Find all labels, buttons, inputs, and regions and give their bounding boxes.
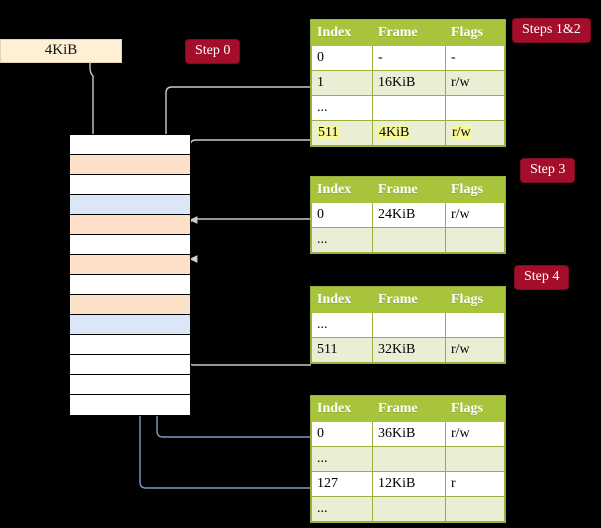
- cell-frame: [372, 227, 446, 253]
- step-badge-step-4: Step 4: [515, 266, 569, 289]
- cell-flags: r/w: [445, 337, 505, 363]
- cell-frame: 36KiB: [372, 421, 446, 447]
- table-row: 511 4KiB r/w: [311, 120, 505, 146]
- highlighted-value: r/w: [451, 124, 472, 140]
- column-header-frame: Frame: [372, 20, 446, 46]
- virtual-page-box: 4KiB: [0, 39, 122, 63]
- cell-index: ...: [311, 227, 373, 253]
- cell-index: 0: [311, 202, 373, 228]
- memory-frame-row-9: [70, 315, 190, 335]
- table-row: ...: [311, 496, 505, 522]
- cell-index: 127: [311, 471, 373, 497]
- wire-l1-4kib-to-memory: [189, 139, 311, 224]
- cell-index: 0: [311, 421, 373, 447]
- cell-frame: [372, 496, 446, 522]
- wire-l3-32kib-to-memory: [180, 318, 311, 366]
- cell-flags: [445, 227, 505, 253]
- cell-frame: [372, 312, 446, 338]
- highlighted-value: 511: [317, 124, 340, 140]
- column-header-index: Index: [311, 396, 373, 422]
- cell-frame: [372, 446, 446, 472]
- cell-flags: r/w: [445, 202, 505, 228]
- step-badge-step-3: Step 3: [521, 159, 575, 182]
- cell-index: ...: [311, 446, 373, 472]
- cell-index: 0: [311, 45, 373, 71]
- cell-frame: 16KiB: [372, 70, 446, 96]
- cell-flags: [445, 312, 505, 338]
- memory-frame-row-13: [70, 395, 190, 415]
- cell-flags: r/w: [445, 70, 505, 96]
- table-row: ...: [311, 95, 505, 121]
- step-badge-steps-1-2: Steps 1&2: [513, 19, 590, 42]
- memory-frame-row-0: [70, 135, 190, 155]
- cell-frame: 4KiB: [372, 120, 446, 146]
- column-header-frame: Frame: [372, 396, 446, 422]
- memory-frame-row-2: [70, 175, 190, 195]
- memory-frame-row-10: [70, 335, 190, 355]
- memory-frame-row-7: [70, 275, 190, 295]
- cell-index: 1: [311, 70, 373, 96]
- column-header-flags: Flags: [445, 396, 505, 422]
- virtual-page-label: 4KiB: [44, 42, 78, 58]
- column-header-index: Index: [311, 177, 373, 203]
- wire-l2-24kib-to-memory: [189, 218, 311, 263]
- cell-index: ...: [311, 95, 373, 121]
- cell-flags: r/w: [445, 120, 505, 146]
- cell-flags: [445, 95, 505, 121]
- table-row: ...: [311, 446, 505, 472]
- cell-index: 511: [311, 120, 373, 146]
- table-row: ...: [311, 227, 505, 253]
- table-row: ...: [311, 312, 505, 338]
- cell-frame: 24KiB: [372, 202, 446, 228]
- column-header-flags: Flags: [445, 20, 505, 46]
- memory-frame-row-1: [70, 155, 190, 175]
- step-badge-step-0: Step 0: [186, 40, 240, 63]
- cell-index: 511: [311, 337, 373, 363]
- memory-frame-row-4: [70, 215, 190, 235]
- cell-flags: -: [445, 45, 505, 71]
- cell-flags: [445, 496, 505, 522]
- cell-frame: 12KiB: [372, 471, 446, 497]
- column-header-flags: Flags: [445, 287, 505, 313]
- column-header-flags: Flags: [445, 177, 505, 203]
- cell-index: ...: [311, 496, 373, 522]
- table-row: 0--: [311, 45, 505, 71]
- memory-frame-row-5: [70, 235, 190, 255]
- memory-frame-row-12: [70, 375, 190, 395]
- column-header-index: Index: [311, 287, 373, 313]
- column-header-frame: Frame: [372, 177, 446, 203]
- cell-index: ...: [311, 312, 373, 338]
- cell-frame: -: [372, 45, 446, 71]
- cell-frame: 32KiB: [372, 337, 446, 363]
- memory-frame-row-8: [70, 295, 190, 315]
- memory-frame-row-11: [70, 355, 190, 375]
- column-header-frame: Frame: [372, 287, 446, 313]
- cell-flags: r: [445, 471, 505, 497]
- column-header-index: Index: [311, 20, 373, 46]
- highlighted-value: 4KiB: [378, 124, 411, 140]
- cell-flags: [445, 446, 505, 472]
- memory-frame-row-6: [70, 255, 190, 275]
- cell-frame: [372, 95, 446, 121]
- cell-flags: r/w: [445, 421, 505, 447]
- physical-memory-column: [69, 134, 191, 416]
- memory-frame-row-3: [70, 195, 190, 215]
